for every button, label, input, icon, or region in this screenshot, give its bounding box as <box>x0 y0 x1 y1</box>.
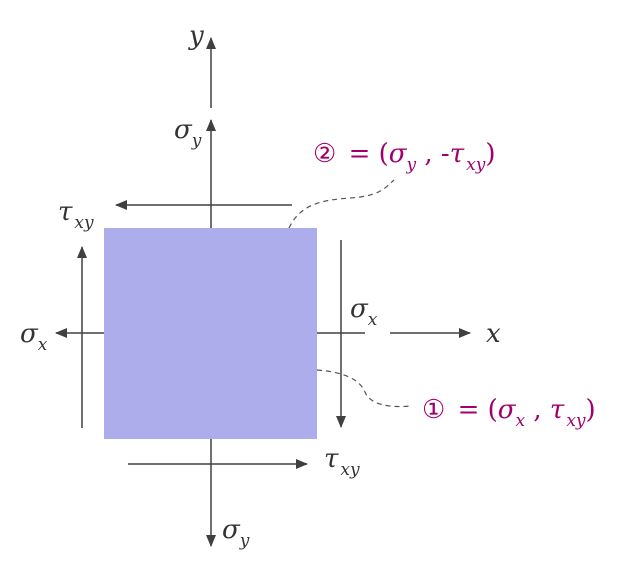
y-axis-label: y <box>188 21 204 51</box>
sigma-x-left-label: σx <box>20 319 48 355</box>
sigma-y-top-label: σy <box>174 115 202 151</box>
point1-leader-line <box>316 369 413 408</box>
x-axis-label: x <box>486 319 501 349</box>
sigma-x-right-label: σx <box>350 294 378 330</box>
point2-leader-line <box>288 179 395 229</box>
stress-element-square <box>104 228 317 439</box>
sigma-y-bottom-label: σy <box>222 515 250 551</box>
